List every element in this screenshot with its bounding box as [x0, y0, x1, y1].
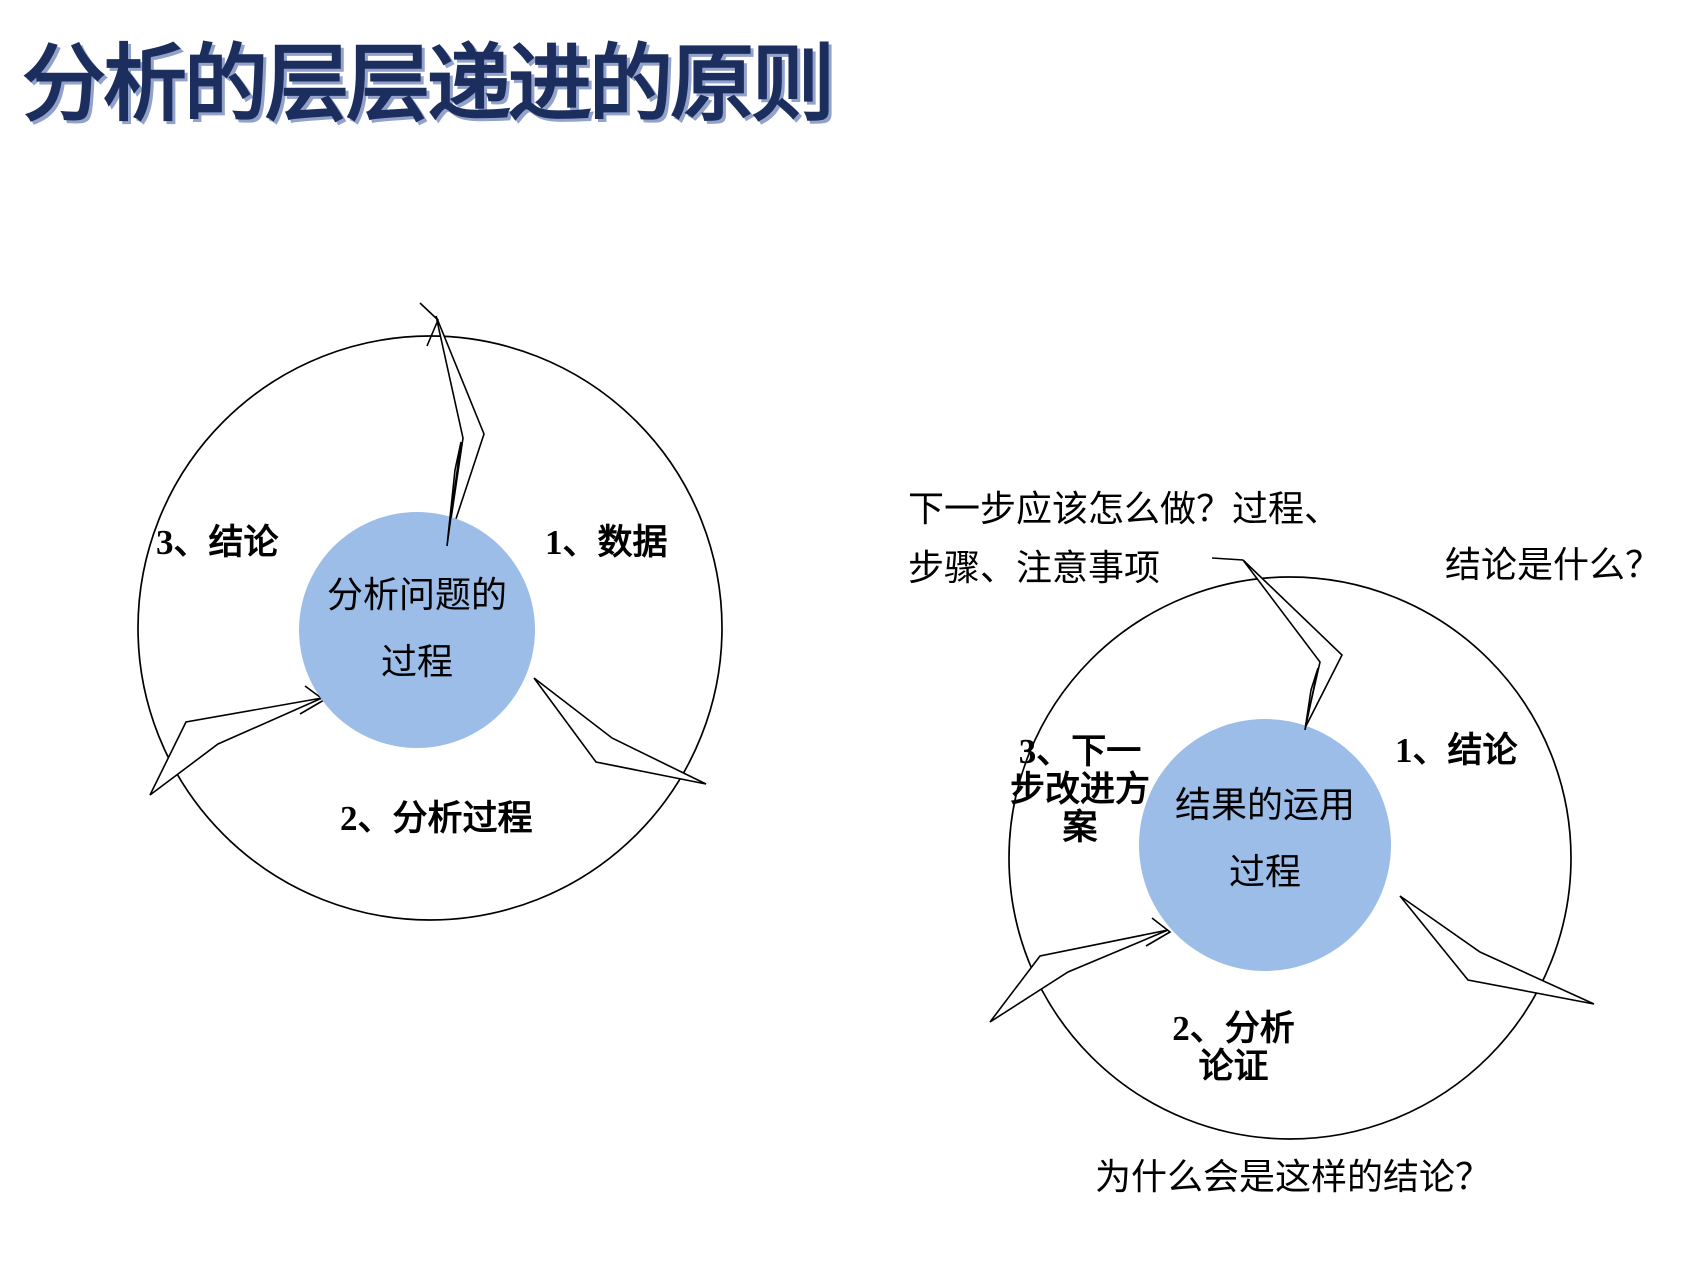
right-arrow-top-tail	[1211, 557, 1244, 561]
left-center-label: 分析问题的 过程	[267, 562, 567, 696]
right-center-label-line2: 过程	[1228, 852, 1301, 892]
left-arrow-lower-left	[149, 697, 323, 796]
annotation-next-steps-line1: 下一步应该怎么做？过程、	[908, 489, 1341, 529]
right-label-analysis-argument: 2、分析 论证	[1156, 1010, 1311, 1086]
left-label-conclusion: 3、结论	[156, 523, 279, 562]
annotation-next-steps: 下一步应该怎么做？过程、 步骤、注意事项	[908, 480, 1340, 598]
annotation-next-steps-line2: 步骤、注意事项	[908, 548, 1161, 588]
right-arrow-lower-right	[1399, 895, 1595, 1005]
right-label-next-improvement: 3、下一 步改进方 案	[985, 733, 1175, 847]
right-cycle-diagram	[989, 557, 1595, 1140]
annotation-why-conclusion: 为什么会是这样的结论？	[1095, 1157, 1492, 1197]
right-center-label-line1: 结果的运用	[1174, 785, 1355, 825]
left-center-circle	[299, 512, 535, 748]
right-label-conclusion: 1、结论	[1395, 731, 1518, 770]
left-arrow-top-tip	[446, 441, 462, 547]
right-label-next-improvement-line3: 案	[1062, 808, 1098, 847]
left-center-label-line1: 分析问题的	[326, 575, 507, 615]
left-cycle-ring	[137, 335, 723, 921]
left-label-data: 1、数据	[545, 523, 668, 562]
right-arrow-lower-left-barb	[1145, 917, 1172, 947]
left-cycle-diagram	[137, 302, 723, 921]
right-label-analysis-argument-line2: 论证	[1198, 1047, 1269, 1086]
right-center-circle	[1139, 719, 1391, 971]
right-label-analysis-argument-line1: 2、分析	[1172, 1009, 1295, 1048]
right-label-next-improvement-line1: 3、下一	[1018, 732, 1142, 771]
right-arrow-top-tip	[1304, 667, 1319, 731]
right-arrow-lower-left	[989, 929, 1169, 1023]
annotation-what-conclusion: 结论是什么？	[1445, 545, 1662, 585]
left-center-label-line2: 过程	[380, 642, 453, 682]
left-arrow-lower-right	[533, 677, 707, 785]
left-arrow-top	[435, 315, 485, 547]
right-cycle-ring	[1008, 576, 1572, 1140]
left-label-analysis-process: 2、分析过程	[340, 799, 533, 838]
slide-title: 分析的层层递进的原则	[22, 37, 835, 131]
left-arrow-top-tail	[419, 302, 439, 347]
right-center-label: 结果的运用 过程	[1115, 772, 1415, 906]
right-label-next-improvement-line2: 步改进方	[1009, 770, 1150, 809]
